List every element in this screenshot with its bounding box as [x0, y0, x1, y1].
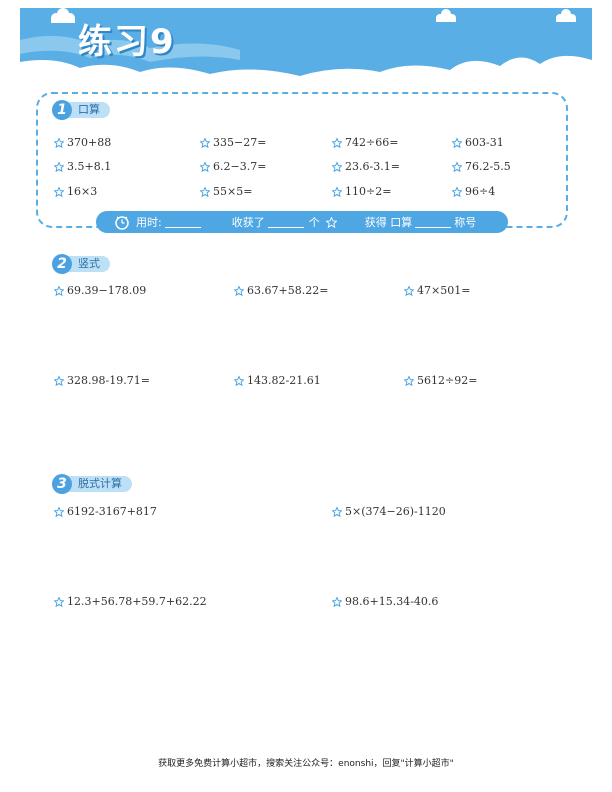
exercise-text: 96÷4 [465, 185, 496, 198]
star-icon [200, 137, 210, 148]
exercise-item: 55×5= [200, 185, 252, 198]
exercise-item: 110÷2= [332, 185, 391, 198]
got-blank[interactable] [267, 217, 304, 228]
star-icon [54, 285, 64, 296]
star-icon [234, 285, 244, 296]
exercise-item: 98.6+15.34-40.6 [332, 595, 438, 608]
star-icon [404, 375, 414, 386]
star-icon [54, 137, 64, 148]
time-blank[interactable] [164, 217, 201, 228]
footer-note: 获取更多免费计算小超市，搜索关注公众号：enonshi，回复"计算小超市" [158, 759, 454, 769]
exercise-item: 12.3+56.78+59.7+62.22 [54, 595, 207, 608]
star-icon [54, 186, 64, 197]
star-icon [332, 506, 342, 517]
exercise-item: 742÷66= [332, 136, 398, 149]
title-label: 称号 [454, 216, 477, 229]
star-icon [54, 506, 64, 517]
exercise-item: 328.98-19.71= [54, 374, 150, 387]
star-icon [332, 596, 342, 607]
exercise-text: 5612÷92= [417, 374, 478, 387]
unit-label: 个 [308, 216, 320, 229]
exercise-item: 47×501= [404, 284, 470, 297]
got-label: 收获了 [231, 216, 265, 229]
exercise-item: 3.5+8.1 [54, 160, 111, 173]
exercise-item: 63.67+58.22= [234, 284, 328, 297]
exercise-text: 110÷2= [345, 185, 392, 198]
exercise-item: 23.6-3.1= [332, 160, 400, 173]
star-icon [452, 161, 462, 172]
cloud-banner [0, 0, 612, 86]
exercise-text: 12.3+56.78+59.7+62.22 [67, 595, 207, 608]
title-blank[interactable] [415, 217, 452, 228]
exercise-text: 16×3 [67, 185, 98, 198]
section-3-badge: 3 脱式计算 [52, 474, 132, 494]
star-icon [54, 596, 64, 607]
section-1-label: 口算 [66, 102, 110, 118]
exercise-text: 335−27= [213, 136, 267, 149]
exercise-item: 603-31 [452, 136, 504, 149]
exercise-text: 328.98-19.71= [67, 374, 150, 387]
exercise-item: 335−27= [200, 136, 266, 149]
exercise-text: 5×(374−26)-1120 [345, 505, 446, 518]
section-3-number: 3 [52, 474, 72, 494]
star-icon [54, 375, 64, 386]
exercise-item: 143.82-21.61 [234, 374, 321, 387]
star-icon [452, 186, 462, 197]
exercise-text: 143.82-21.61 [247, 374, 321, 387]
exercise-text: 76.2-5.5 [465, 160, 511, 173]
exercise-item: 6192-3167+817 [54, 505, 157, 518]
star-icon [234, 375, 244, 386]
section-2-label: 竖式 [66, 256, 110, 272]
earn-label: 获得 口算 [364, 216, 413, 229]
exercise-text: 63.67+58.22= [247, 284, 329, 297]
clock-icon [115, 216, 129, 230]
star-icon [332, 137, 342, 148]
exercise-text: 69.39−178.09 [67, 284, 147, 297]
star-icon [54, 161, 64, 172]
exercise-item: 370+88 [54, 136, 111, 149]
exercise-item: 6.2−3.7= [200, 160, 266, 173]
section-3-label: 脱式计算 [66, 476, 132, 492]
section-2-badge: 2 竖式 [52, 254, 110, 274]
exercise-text: 55×5= [213, 185, 253, 198]
star-icon [200, 161, 210, 172]
section-2-number: 2 [52, 254, 72, 274]
exercise-item: 96÷4 [452, 185, 495, 198]
star-icon [332, 161, 342, 172]
section-1-badge: 1 口算 [52, 100, 110, 120]
oral-calc-panel [36, 92, 568, 228]
star-icon [200, 186, 210, 197]
exercise-text: 98.6+15.34-40.6 [345, 595, 439, 608]
exercise-item: 5612÷92= [404, 374, 477, 387]
star-icon [332, 186, 342, 197]
exercise-item: 69.39−178.09 [54, 284, 146, 297]
exercise-text: 3.5+8.1 [67, 160, 112, 173]
exercise-text: 603-31 [465, 136, 504, 149]
star-icon [404, 285, 414, 296]
status-bar: 用时: 收获了 个 获得 口算 称号 [96, 211, 508, 233]
star-icon [325, 216, 337, 228]
exercise-text: 23.6-3.1= [345, 160, 400, 173]
exercise-text: 6.2−3.7= [213, 160, 267, 173]
exercise-text: 742÷66= [345, 136, 399, 149]
exercise-text: 47×501= [417, 284, 471, 297]
page-title: 练习9 [78, 22, 176, 62]
exercise-item: 5×(374−26)-1120 [332, 505, 446, 518]
star-icon [452, 137, 462, 148]
exercise-item: 16×3 [54, 185, 97, 198]
exercise-text: 6192-3167+817 [67, 505, 157, 518]
section-1-number: 1 [52, 100, 72, 120]
header-band: 练习9 [0, 0, 612, 86]
time-label: 用时: [136, 216, 162, 229]
exercise-item: 76.2-5.5 [452, 160, 511, 173]
exercise-text: 370+88 [67, 136, 112, 149]
